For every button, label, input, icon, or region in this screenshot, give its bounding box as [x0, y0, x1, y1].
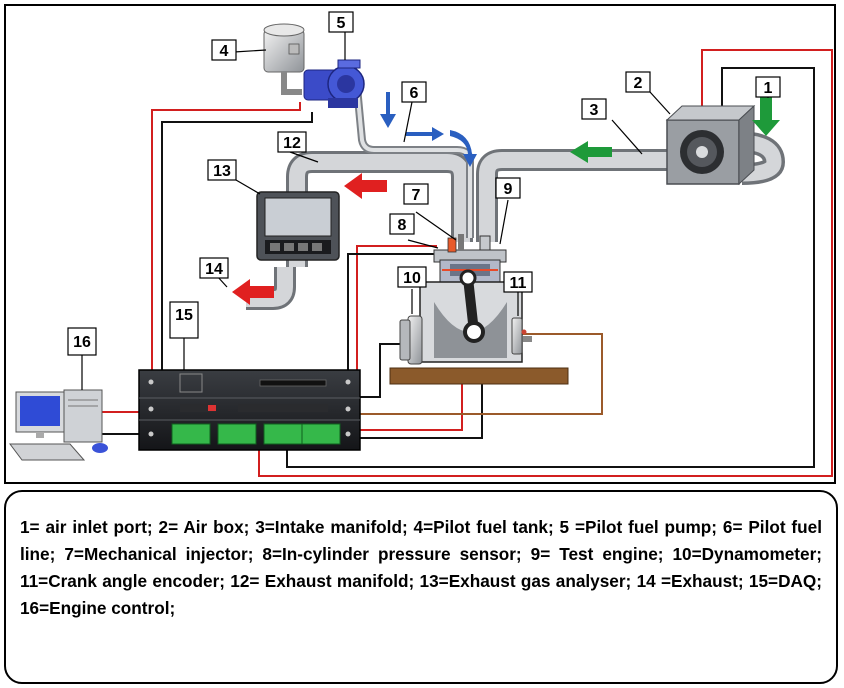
black-wire-injector — [347, 253, 442, 370]
callout-5: 5 — [328, 11, 354, 33]
svg-text:11: 11 — [510, 275, 527, 292]
dynamometer — [399, 315, 423, 365]
fuel-flow-arrow-1 — [380, 92, 396, 128]
callout-labels: 1 2 3 4 5 6 7 8 9 10 11 12 13 14 15 16 — [67, 11, 781, 356]
red-wire-airbox — [258, 49, 833, 477]
diagram-frame: 1 2 3 4 5 6 7 8 9 10 11 12 13 14 15 16 — [4, 4, 836, 484]
pilot-fuel-pump — [303, 59, 365, 108]
svg-text:13: 13 — [213, 163, 231, 180]
crank-angle-encoder — [511, 317, 532, 355]
engine-control-computer — [9, 389, 108, 461]
svg-text:9: 9 — [504, 181, 513, 198]
red-wire-pump — [151, 102, 301, 370]
callout-15: 15 — [169, 301, 199, 339]
svg-text:1: 1 — [764, 80, 773, 97]
brown-wire-encoder — [360, 333, 603, 415]
svg-text:8: 8 — [398, 217, 407, 234]
legend-box: 1= air inlet port; 2= Air box; 3=Intake … — [4, 490, 838, 684]
daq-unit — [138, 369, 361, 451]
black-wire-airbox — [286, 67, 815, 468]
callout-11: 11 — [503, 271, 533, 293]
callout-4: 4 — [211, 39, 237, 61]
callout-14: 14 — [199, 257, 229, 279]
svg-text:10: 10 — [403, 270, 421, 287]
flow-arrows — [232, 92, 780, 305]
svg-text:7: 7 — [412, 187, 421, 204]
svg-text:5: 5 — [337, 15, 346, 32]
air-box — [665, 104, 786, 186]
black-wire-dyno — [360, 343, 412, 398]
signal-wires — [102, 49, 833, 477]
svg-text:2: 2 — [634, 75, 643, 92]
black-wire-pump — [161, 112, 313, 370]
svg-text:15: 15 — [175, 307, 193, 324]
callout-6: 6 — [401, 81, 427, 103]
legend-text: 1= air inlet port; 2= Air box; 3=Intake … — [20, 517, 822, 618]
callout-3: 3 — [581, 98, 607, 120]
leader-lines — [81, 32, 769, 390]
svg-text:6: 6 — [410, 85, 419, 102]
callout-10: 10 — [397, 266, 427, 288]
callout-1: 1 — [755, 76, 781, 98]
callout-12: 12 — [277, 131, 307, 153]
exhaust-outlet-arrow — [232, 279, 274, 305]
callout-7: 7 — [403, 183, 429, 205]
exhaust-manifold — [246, 151, 473, 310]
svg-text:4: 4 — [220, 43, 229, 60]
callout-8: 8 — [389, 213, 415, 235]
pilot-fuel-tank — [263, 23, 305, 95]
callout-9: 9 — [495, 177, 521, 199]
intake-flow-arrow — [570, 141, 612, 163]
exhaust-flow-arrow — [344, 173, 387, 199]
callout-16: 16 — [67, 327, 97, 356]
svg-text:3: 3 — [590, 102, 599, 119]
callout-2: 2 — [625, 71, 651, 93]
red-wire-pressure-sensor — [356, 245, 437, 370]
exhaust-gas-analyser — [256, 191, 340, 261]
black-wire-engine-2 — [360, 368, 483, 439]
red-wire-engine — [360, 368, 463, 431]
svg-text:14: 14 — [205, 261, 223, 278]
test-engine — [419, 234, 523, 363]
intake-manifold — [476, 149, 670, 242]
svg-text:12: 12 — [283, 135, 301, 152]
fuel-flow-arrow-2 — [406, 127, 444, 141]
air-inflow-arrow — [752, 97, 780, 136]
fuel-flow-arrow-3 — [450, 130, 477, 167]
callout-13: 13 — [207, 159, 237, 181]
svg-text:16: 16 — [73, 334, 91, 351]
engine-test-rig-diagram: 1 2 3 4 5 6 7 8 9 10 11 12 13 14 15 16 — [9, 11, 833, 477]
test-bed — [389, 367, 569, 385]
